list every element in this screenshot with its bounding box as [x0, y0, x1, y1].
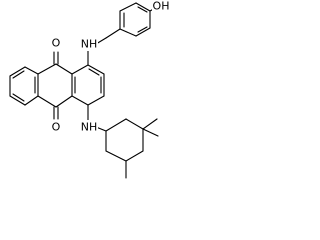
chemical-structure: O O NH NH OH — [9, 0, 170, 179]
phenol-ring — [105, 2, 158, 39]
right-aromatic-ring — [71, 64, 105, 106]
atom-oxygen-top: O — [50, 36, 62, 50]
quinone-ring — [37, 51, 73, 120]
benzo-ring — [9, 66, 39, 106]
hydroxyl-label: OH — [153, 0, 170, 13]
oxygen-top-label: O — [52, 37, 61, 50]
atom-oxygen-bottom: O — [50, 120, 62, 134]
oxygen-bottom-label: O — [52, 121, 61, 134]
atom-amine-top: NH — [80, 37, 98, 51]
trimethylcyclohexyl-ring — [105, 118, 159, 179]
amine-bottom-label: NH — [81, 121, 98, 134]
atom-hydroxyl: OH — [152, 0, 170, 13]
amine-top-label: NH — [81, 38, 98, 51]
atom-amine-bottom: NH — [80, 120, 98, 134]
